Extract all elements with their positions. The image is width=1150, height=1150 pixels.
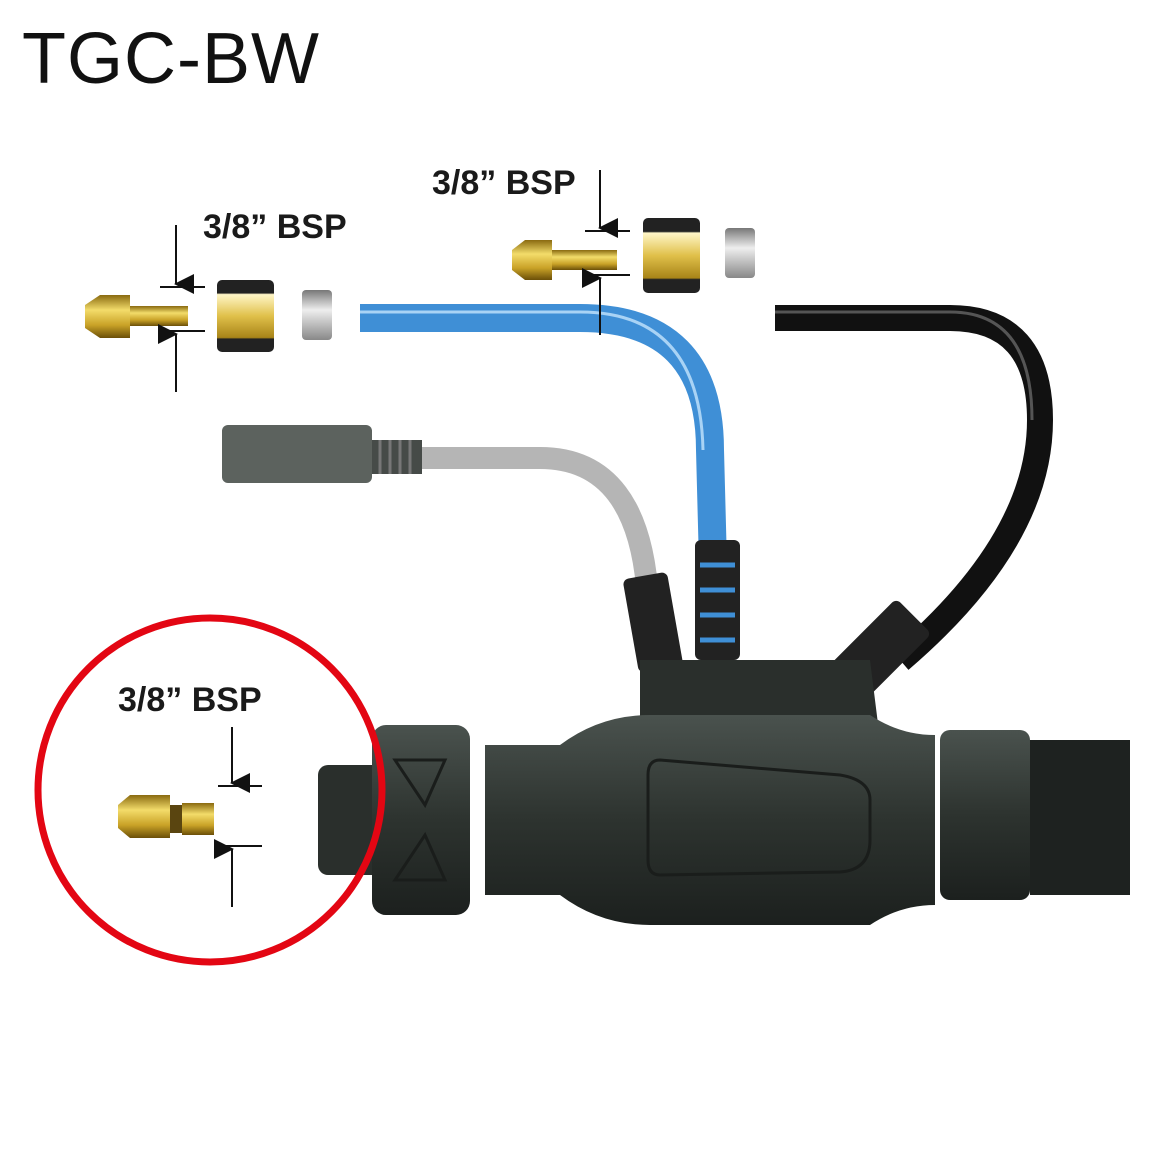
circled-dimension-arrows xyxy=(214,727,262,907)
left-dimension-arrows xyxy=(158,225,205,392)
left-ferrule xyxy=(302,290,332,340)
top-brass-nut xyxy=(643,218,700,293)
left-brass-nut xyxy=(217,280,274,352)
top-brass-fitting xyxy=(512,240,617,280)
power-cable xyxy=(775,305,1054,670)
top-dimension-arrows xyxy=(582,170,630,335)
highlight-circle xyxy=(34,614,386,966)
left-brass-fitting xyxy=(85,295,188,338)
left-fitting-label: 3/8” BSP xyxy=(203,208,347,246)
control-plug xyxy=(222,425,422,483)
circled-fitting-label: 3/8” BSP xyxy=(118,681,262,719)
circled-brass-fitting xyxy=(118,795,214,838)
top-fitting-label: 3/8” BSP xyxy=(432,164,576,202)
gas-hose xyxy=(420,447,659,601)
product-title: TGC-BW xyxy=(22,19,320,99)
top-ferrule xyxy=(725,228,755,278)
torch-handle xyxy=(318,660,1130,925)
